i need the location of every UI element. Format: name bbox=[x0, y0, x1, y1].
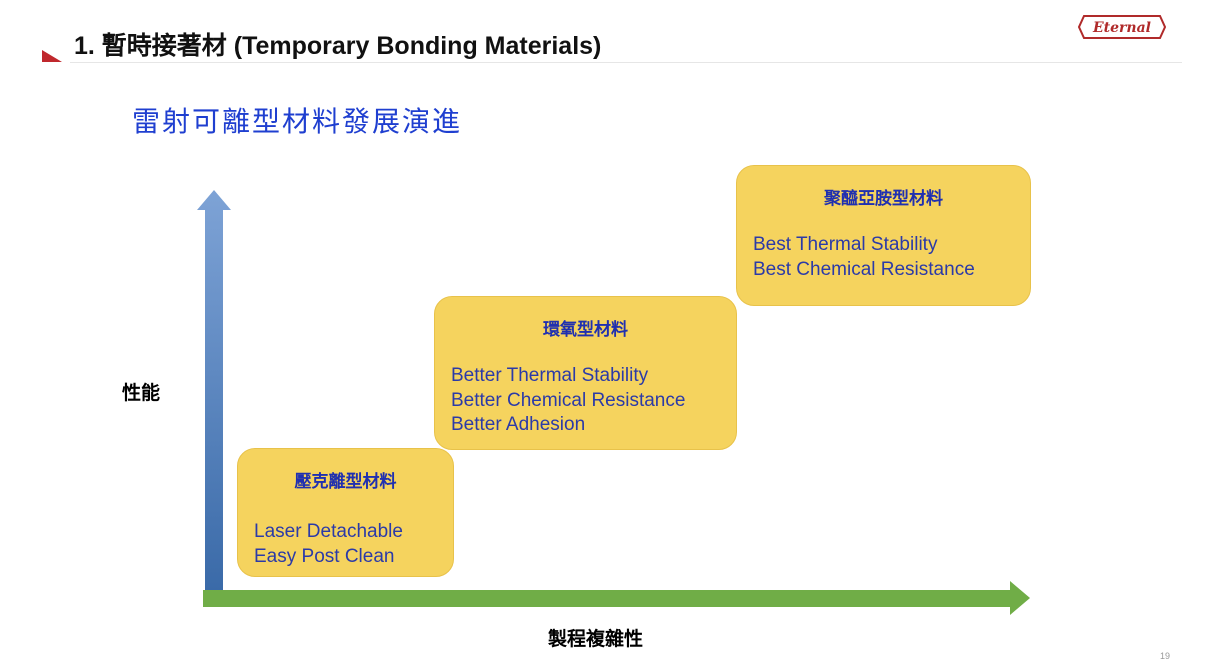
box-line: Better Thermal Stability bbox=[451, 365, 649, 386]
page-number: 19 bbox=[1160, 651, 1171, 661]
x-axis-label: 製程複雜性 bbox=[548, 629, 644, 650]
box-line: Laser Detachable bbox=[254, 521, 403, 542]
box-line: Better Adhesion bbox=[451, 414, 586, 435]
y-axis-label: 性能 bbox=[122, 383, 161, 404]
box-line: Best Thermal Stability bbox=[753, 234, 938, 255]
box-line: Easy Post Clean bbox=[254, 545, 395, 567]
title-marker-triangle bbox=[42, 50, 62, 62]
box-line: Best Chemical Resistance bbox=[753, 258, 975, 280]
svg-text:Eternal: Eternal bbox=[1092, 20, 1151, 36]
box-title: 聚醯亞胺型材料 bbox=[824, 189, 943, 208]
header-divider bbox=[70, 62, 1182, 63]
x-axis-arrow bbox=[203, 581, 1030, 615]
box-title: 壓克離型材料 bbox=[294, 472, 397, 491]
slide-subtitle: 雷射可離型材料發展演進 bbox=[132, 106, 463, 137]
box-title: 環氧型材料 bbox=[543, 320, 628, 339]
box-line: Better Chemical Resistance bbox=[451, 389, 686, 411]
eternal-logo: Eternal bbox=[1078, 15, 1166, 39]
epoxy-material-box: 環氧型材料 Better Thermal Stability Better Ch… bbox=[434, 296, 737, 450]
y-axis-arrow bbox=[197, 190, 231, 592]
acrylic-material-box: 壓克離型材料 Laser Detachable Easy Post Clean bbox=[237, 448, 454, 577]
polyimide-material-box: 聚醯亞胺型材料 Best Thermal Stability Best Chem… bbox=[736, 165, 1031, 306]
page-title: 1. 暫時接著材 (Temporary Bonding Materials) bbox=[74, 32, 602, 60]
